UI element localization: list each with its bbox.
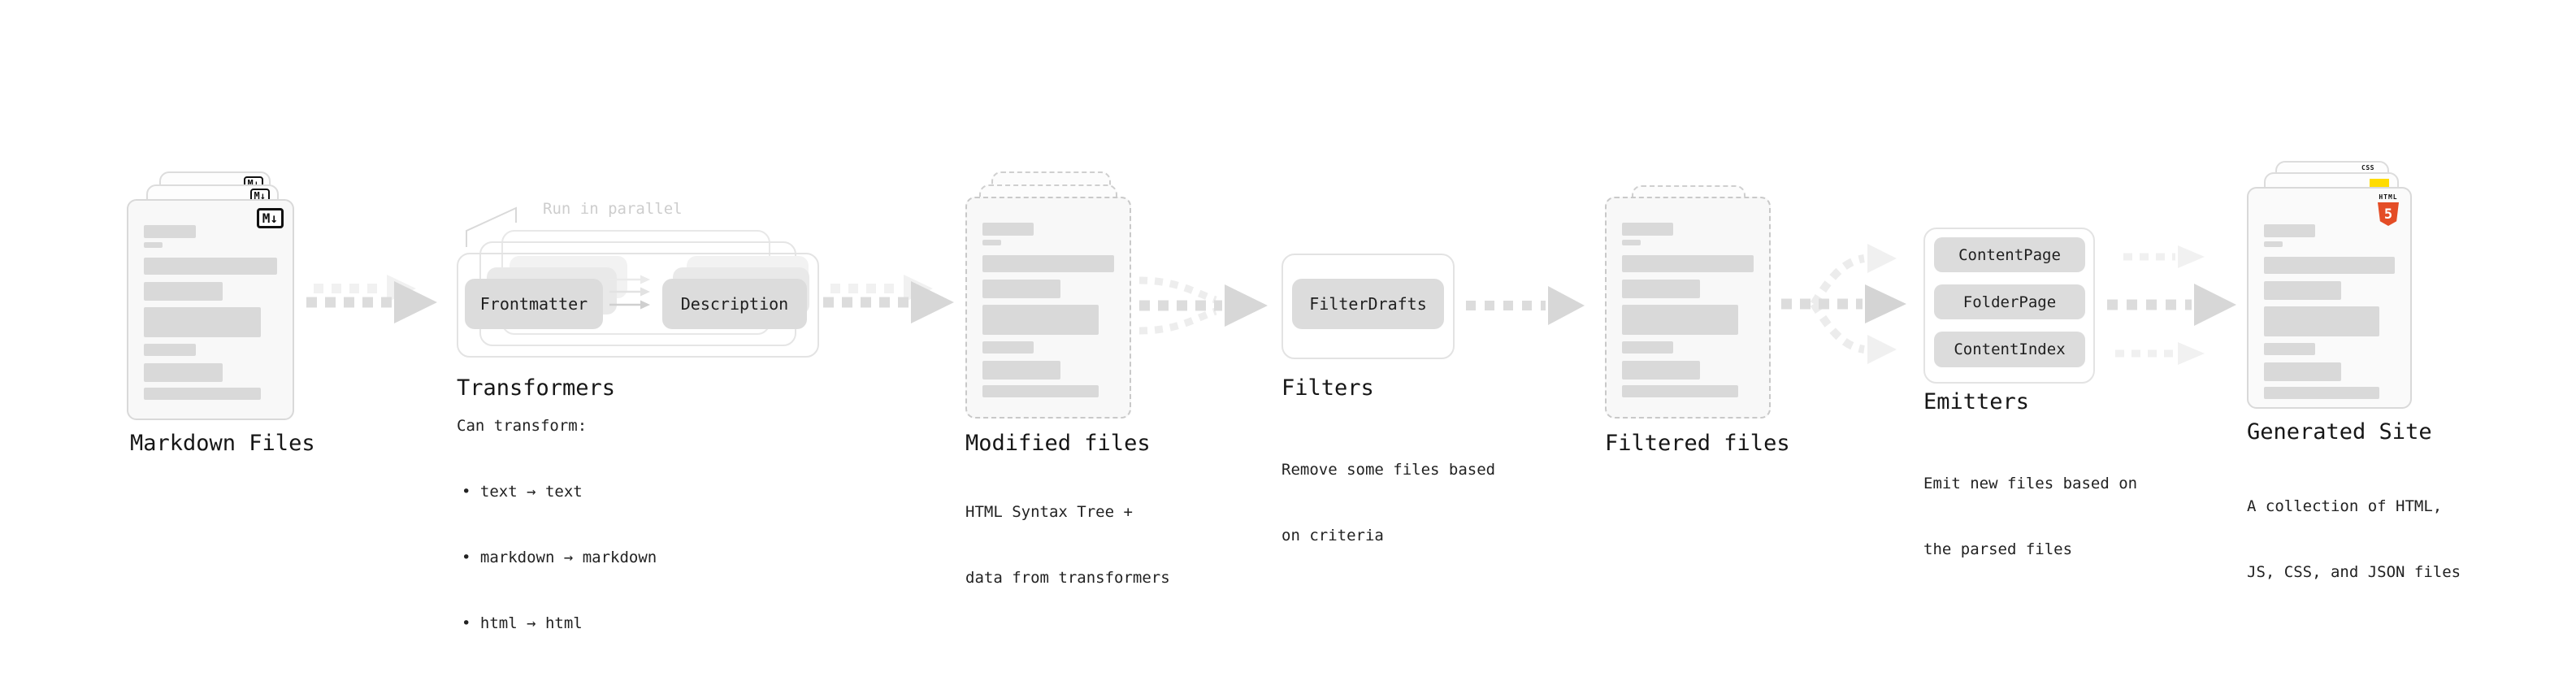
javascript-icon: [2370, 179, 2389, 189]
stage-label-filters: Filters: [1281, 375, 1374, 401]
arrow-emitters-to-generated: [2107, 245, 2236, 365]
parallel-arrows-icon: [609, 275, 650, 310]
desc-line: Emit new files based on: [1923, 475, 2138, 492]
transformers-bullets: • text → text • markdown → markdown • ht…: [462, 437, 657, 679]
arrow-markdown-to-transformers: [306, 275, 437, 323]
generated-site-desc: A collection of HTML, JS, CSS, and JSON …: [2247, 452, 2461, 627]
filters-box: [1281, 254, 1455, 359]
file-skeleton-lines: [982, 223, 1114, 397]
html5-icon-shield: 5: [2378, 202, 2399, 226]
stage-label-transformers: Transformers: [457, 375, 616, 401]
pill-description: Description: [662, 279, 807, 329]
pill-contentpage: ContentPage: [1934, 237, 2085, 272]
bullet-item: • html → html: [462, 614, 583, 632]
filters-desc: Remove some files based on criteria: [1281, 415, 1495, 591]
bullet-item: • markdown → markdown: [462, 549, 657, 566]
stage-label-generated-site: Generated Site: [2247, 419, 2432, 445]
file-skeleton-lines: [2264, 224, 2395, 399]
run-in-parallel-note: Run in parallel: [543, 200, 683, 218]
stage-label-filtered-files: Filtered files: [1605, 431, 1790, 456]
stage-label-modified-files: Modified files: [965, 431, 1151, 456]
desc-line: on criteria: [1281, 527, 1384, 544]
note-connector-line: [466, 206, 517, 247]
desc-line: HTML Syntax Tree +: [965, 503, 1133, 521]
markdown-icon: M↓: [256, 208, 284, 228]
arrow-filters-to-filtered: [1466, 286, 1585, 325]
arrow-transformers-to-modified: [823, 275, 954, 323]
arrow-filtered-to-emitters: [1781, 244, 1906, 364]
transformers-box-front: [457, 253, 819, 358]
arrow-modified-to-filters: [1138, 276, 1268, 335]
pill-contentindex: ContentIndex: [1934, 332, 2085, 367]
desc-line: A collection of HTML,: [2247, 497, 2443, 515]
file-skeleton-lines: [144, 225, 277, 400]
generated-file-card-html: HTML 5: [2247, 187, 2412, 409]
html5-icon-word: HTML: [2379, 193, 2398, 201]
emitters-desc: Emit new files based on the parsed files: [1923, 429, 2137, 605]
bullet-item: • text → text: [462, 483, 583, 501]
desc-line: data from transformers: [965, 569, 1170, 587]
desc-line: JS, CSS, and JSON files: [2247, 563, 2461, 581]
emitters-box: [1923, 228, 2095, 384]
markdown-file-card-front: M↓: [127, 199, 294, 420]
desc-line: Remove some files based: [1281, 461, 1496, 479]
file-skeleton-lines: [1622, 223, 1754, 397]
desc-line: the parsed files: [1923, 540, 2073, 558]
stage-label-markdown-files: Markdown Files: [130, 431, 315, 456]
filtered-file-card-front: [1605, 197, 1771, 419]
pill-folderpage: FolderPage: [1934, 284, 2085, 319]
transformers-desc-heading: Can transform:: [457, 417, 588, 435]
modified-files-desc: HTML Syntax Tree + data from transformer…: [965, 458, 1170, 633]
pill-frontmatter: Frontmatter: [465, 279, 603, 329]
modified-file-card-front: [965, 197, 1131, 419]
stage-label-emitters: Emitters: [1923, 389, 2030, 414]
html5-icon: HTML 5: [2376, 193, 2400, 226]
pill-filterdrafts: FilterDrafts: [1292, 279, 1444, 329]
